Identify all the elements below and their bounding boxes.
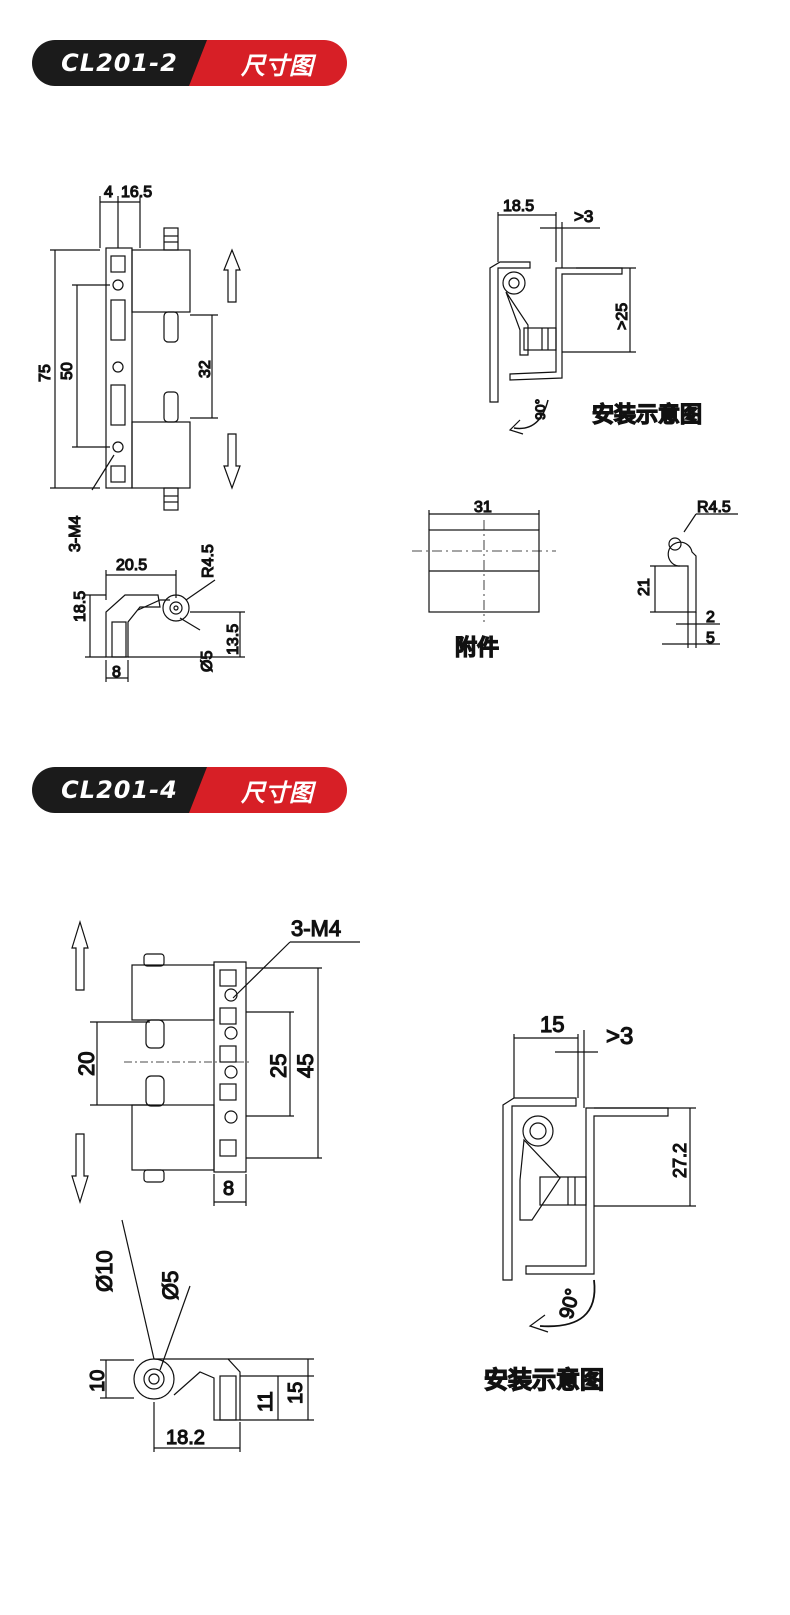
dim-m4: 3-M4: [291, 916, 341, 941]
diagram-cl201-2: 4 16.5 75 50 32 3-M4 20.5 R4.5 18.5 13.5…: [36, 183, 738, 682]
diagram-cl201-4: 3-M4 20 25 45 8 Ø10 Ø5 10 11 15 18.2 15 …: [71, 915, 696, 1452]
clip-thickness: 2: [706, 609, 715, 626]
dim-10: 10: [87, 1370, 109, 1392]
dim-d10: Ø10: [92, 1250, 117, 1292]
dim-18-5: 18.5: [72, 591, 89, 622]
dim-8: 8: [223, 1178, 234, 1200]
attachment-diagram: [412, 510, 556, 622]
clip-width: 5: [706, 630, 715, 647]
dim-45: 45: [293, 1054, 318, 1078]
install-height: 27.2: [670, 1143, 690, 1178]
dim-20: 20: [74, 1052, 99, 1076]
dim-75: 75: [37, 364, 54, 382]
install-height: >25: [614, 303, 631, 330]
dimension-tag: 尺寸图: [189, 40, 347, 86]
dim-32: 32: [197, 360, 214, 378]
section-header-1: CL201-2 尺寸图: [32, 40, 347, 86]
dim-m4: 3-M4: [67, 515, 84, 552]
install-caption: 安装示意图: [592, 402, 702, 428]
install-angle: 90°: [556, 1286, 585, 1321]
install-width: 15: [540, 1012, 564, 1037]
clip-height: 21: [636, 578, 653, 596]
model-label: CL201-2: [32, 40, 207, 86]
install-diagram: [502, 1030, 696, 1333]
model-label: CL201-4: [32, 767, 207, 813]
dim-20-5: 20.5: [116, 557, 147, 574]
dim-b: 16.5: [121, 184, 152, 201]
dim-13-5: 13.5: [225, 624, 242, 655]
dim-a: 4: [104, 184, 113, 201]
hinge-front-view: [71, 919, 360, 1206]
dim-d5: Ø5: [199, 651, 216, 672]
dim-8: 8: [112, 664, 121, 681]
hinge-side-view: [85, 570, 245, 682]
hinge-side-view: [100, 1219, 314, 1452]
dim-18-2: 18.2: [166, 1427, 205, 1449]
install-caption: 安装示意图: [484, 1366, 604, 1394]
attachment-width: 31: [474, 499, 492, 516]
install-diagram: [489, 212, 636, 435]
dim-r4-5: R4.5: [200, 544, 217, 578]
clip-diagram: [650, 513, 738, 648]
dim-50: 50: [59, 362, 76, 380]
section-header-2: CL201-4 尺寸图: [32, 767, 347, 813]
install-gap: >3: [574, 207, 593, 226]
dim-15: 15: [285, 1382, 307, 1404]
install-gap: >3: [606, 1023, 633, 1050]
attachment-caption: 附件: [455, 635, 499, 661]
hinge-front-view: [50, 196, 241, 511]
clip-radius: R4.5: [697, 499, 731, 516]
install-angle: 90°: [532, 399, 548, 420]
install-width: 18.5: [503, 198, 534, 215]
dim-25: 25: [266, 1054, 291, 1078]
dimension-tag: 尺寸图: [189, 767, 347, 813]
dim-11: 11: [255, 1391, 277, 1412]
dim-d5: Ø5: [158, 1271, 183, 1300]
